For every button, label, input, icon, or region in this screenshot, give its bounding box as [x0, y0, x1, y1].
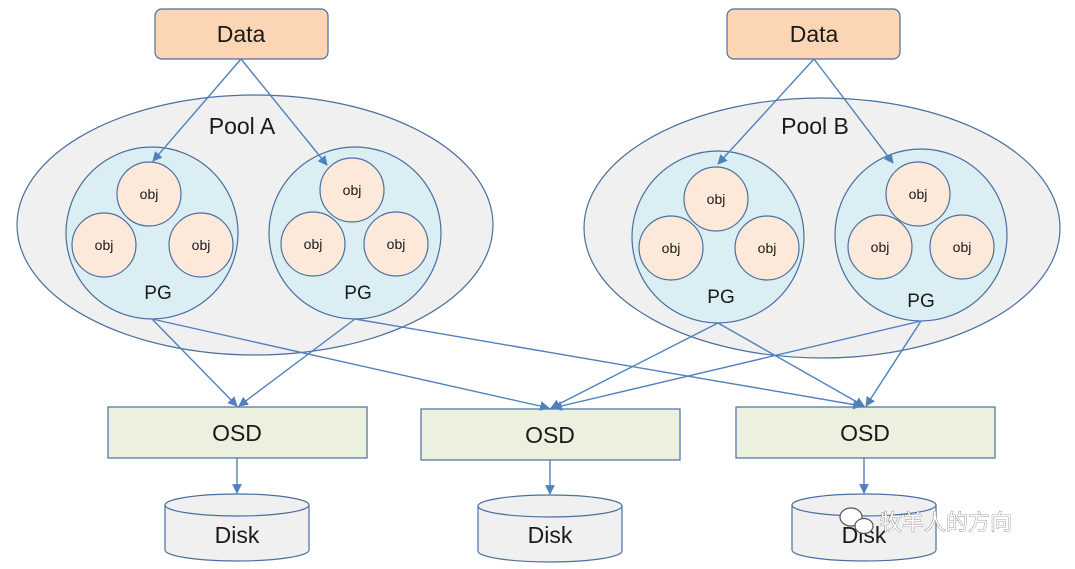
object-label: obj	[387, 236, 406, 252]
disk-cylinder-1	[164, 493, 310, 562]
osd-2-label: OSD	[525, 422, 575, 448]
arrow-pgb2-to-osd3	[865, 320, 922, 407]
data-a-label: Data	[217, 21, 266, 47]
arrow-pgb1-to-osd3	[717, 322, 865, 407]
pool-a-pg2-label: PG	[344, 283, 371, 304]
disk-1-label: Disk	[215, 522, 260, 548]
object-label: obj	[343, 182, 362, 198]
arrow-pgb2-to-osd2	[552, 320, 922, 411]
arrow-pga2-to-osd1	[238, 318, 356, 407]
data-b-label: Data	[790, 21, 839, 47]
pool-b-pg2-label: PG	[907, 291, 934, 312]
object-label: obj	[95, 237, 114, 253]
arrow-pgb1-to-osd2	[550, 322, 719, 409]
object-label: obj	[140, 186, 159, 202]
pool-b-title: Pool B	[781, 113, 849, 139]
pool-b-pg1-label: PG	[707, 287, 734, 308]
arrow-data-b-to-pg2	[813, 58, 894, 164]
watermark-text: 牧羊人的方向	[880, 511, 1012, 536]
arrow-data-b-to-pg1	[717, 58, 815, 165]
disk-cylinder-2	[477, 494, 623, 563]
arrow-data-a-to-pg2	[240, 58, 328, 166]
pool-a-pg1-label: PG	[144, 283, 171, 304]
pool-a-title: Pool A	[209, 113, 276, 139]
arrow-pga1-to-osd1	[151, 318, 238, 407]
object-label: obj	[304, 236, 323, 252]
osd-3-label: OSD	[840, 420, 890, 446]
osd-1-label: OSD	[212, 420, 262, 446]
object-circle	[363, 211, 429, 277]
arrow-pga2-to-osd3	[354, 318, 863, 410]
object-circle	[116, 161, 182, 227]
object-label: obj	[909, 186, 928, 202]
object-circle	[319, 157, 385, 223]
arrow-data-a-to-pg1	[152, 58, 242, 162]
object-circle	[929, 214, 995, 280]
object-circle	[683, 166, 749, 232]
object-circle	[280, 211, 346, 277]
arrow-pga1-to-osd2	[151, 318, 550, 411]
object-circle	[734, 215, 800, 281]
object-circle	[885, 161, 951, 227]
object-label: obj	[707, 191, 726, 207]
osd-box-3	[735, 406, 996, 459]
object-circle	[71, 212, 137, 278]
object-label: obj	[953, 239, 972, 255]
object-circle	[847, 214, 913, 280]
osd-box-2	[420, 408, 681, 461]
object-circle	[638, 215, 704, 281]
object-label: obj	[662, 240, 681, 256]
wechat-icon	[839, 507, 874, 535]
object-circle	[168, 212, 234, 278]
watermark: 牧羊人的方向	[839, 507, 1012, 536]
object-label: obj	[192, 237, 211, 253]
object-label: obj	[871, 239, 890, 255]
disk-2-label: Disk	[528, 522, 573, 548]
object-label: obj	[758, 240, 777, 256]
